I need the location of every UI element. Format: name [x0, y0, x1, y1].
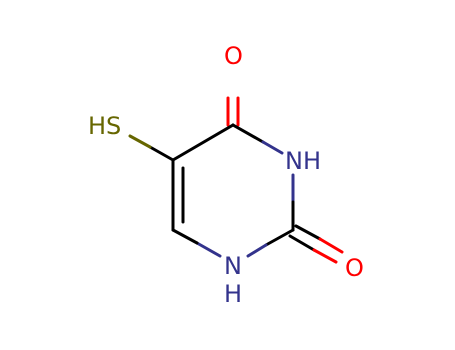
bond-c2-o-double: [288, 224, 344, 264]
atom-label-n-bottom: N: [224, 252, 242, 280]
bond-c6-c5-double: [171, 158, 185, 232]
bond-c4-n3: [231, 123, 284, 155]
atom-label-o-top: O: [224, 42, 243, 70]
atom-label-h-bottom: H: [224, 280, 242, 308]
bond-c4-o-double: [226, 96, 240, 127]
bond-c2-n1: [246, 228, 295, 258]
atom-label-o-right: O: [345, 254, 364, 282]
bond-c5-c4: [171, 123, 235, 162]
bond-n1-c6: [171, 228, 222, 258]
atom-label-nh-right: NH: [285, 147, 321, 175]
bond-c5-s: [128, 134, 175, 162]
atom-label-hs: HS: [88, 112, 121, 140]
